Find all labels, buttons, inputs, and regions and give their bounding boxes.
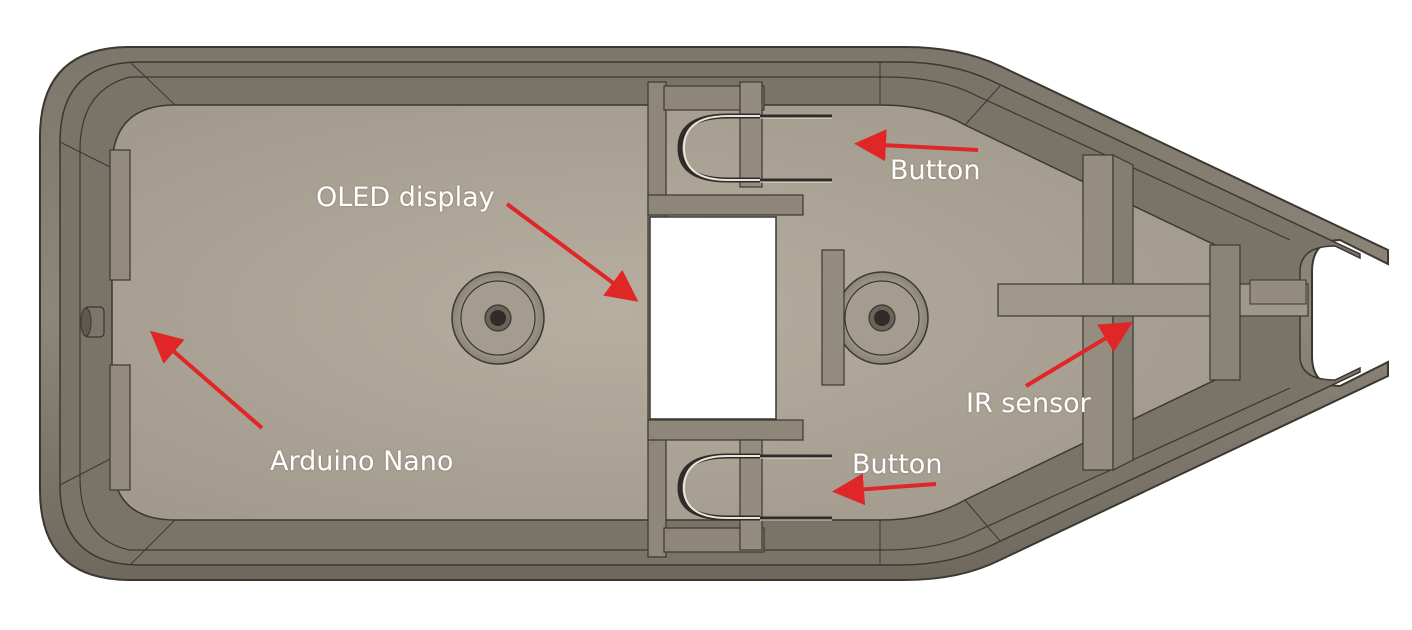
- wall-facet: [964, 85, 1001, 126]
- button-top-label: Button: [890, 155, 981, 186]
- screw-boss-left: [451, 271, 545, 365]
- button-clip-top: [677, 113, 832, 183]
- wall-facet: [129, 519, 176, 566]
- arduino-nano-label: Arduino Nano: [270, 446, 454, 477]
- arrow-oled-display: [505, 202, 639, 302]
- nose-inner-block: [1209, 244, 1241, 381]
- inner-wall-corner-tl: [79, 76, 131, 151]
- usb-port-opening: [80, 307, 92, 337]
- left-rail-bottom: [109, 364, 131, 491]
- inner-wall-corner-bl: [79, 477, 131, 551]
- screw-boss-right: [835, 271, 929, 365]
- display-clip: [821, 249, 845, 386]
- nose-slot: [1249, 279, 1307, 305]
- button-bottom-label: Button: [852, 449, 943, 480]
- arrow-button-top: [854, 129, 979, 162]
- oled-display-label: OLED display: [316, 182, 495, 213]
- inner-wall-line-bottom: [130, 387, 1291, 551]
- wall-facet: [964, 499, 1001, 542]
- arrow-arduino-nano: [149, 330, 264, 430]
- left-rail-top: [109, 149, 131, 281]
- wall-facet: [59, 141, 113, 169]
- button-clip-bottom: [677, 453, 832, 521]
- arrow-ir-sensor: [1024, 321, 1133, 388]
- wall-facet: [129, 61, 176, 106]
- inner-wall-line-top: [130, 76, 1291, 241]
- display-cutout: [649, 216, 777, 420]
- ir-sensor-label: IR sensor: [966, 388, 1091, 419]
- arrow-button-bottom: [832, 473, 937, 506]
- wall-facet: [59, 457, 113, 486]
